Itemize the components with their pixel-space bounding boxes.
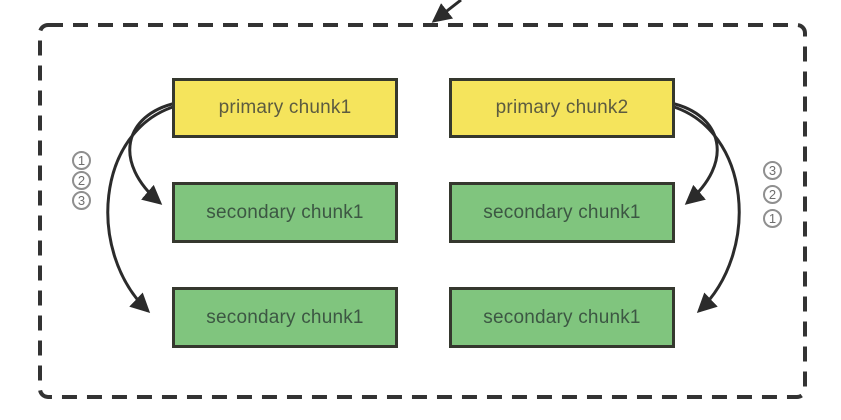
circled-number-icon: 2 xyxy=(72,171,91,190)
secondary-chunk-label: secondary chunk1 xyxy=(483,201,641,223)
primary-chunk1-label: primary chunk1 xyxy=(218,97,352,118)
secondary-chunk-box-right-1: secondary chunk1 xyxy=(449,182,675,243)
secondary-chunk-label: secondary chunk1 xyxy=(206,201,364,223)
dashed-boundary xyxy=(38,23,807,399)
secondary-chunk-box-left-2: secondary chunk1 xyxy=(172,287,398,348)
circled-number-icon: 3 xyxy=(763,161,782,180)
primary-chunk1-box: primary chunk1 xyxy=(172,78,398,138)
secondary-chunk-box-right-2: secondary chunk1 xyxy=(449,287,675,348)
sequence-markers-left: 1 2 3 xyxy=(72,151,91,210)
circled-number-icon: 1 xyxy=(72,151,91,170)
circled-number-icon: 3 xyxy=(72,191,91,210)
circled-number-icon: 1 xyxy=(763,209,782,228)
primary-chunk2-box: primary chunk2 xyxy=(449,78,675,138)
replication-arrow-left-2 xyxy=(106,104,177,314)
replication-arrow-right-2 xyxy=(670,104,741,314)
secondary-chunk-label: secondary chunk1 xyxy=(483,306,641,328)
incoming-arrow-icon xyxy=(431,0,462,23)
sequence-markers-right: 3 2 1 xyxy=(763,161,782,228)
primary-chunk2-label: primary chunk2 xyxy=(495,97,629,118)
secondary-chunk-label: secondary chunk1 xyxy=(206,306,364,328)
replication-arrow-right-1 xyxy=(670,101,719,205)
secondary-chunk-box-left-1: secondary chunk1 xyxy=(172,182,398,243)
replication-arrow-left-1 xyxy=(128,101,177,205)
circled-number-icon: 2 xyxy=(763,185,782,204)
